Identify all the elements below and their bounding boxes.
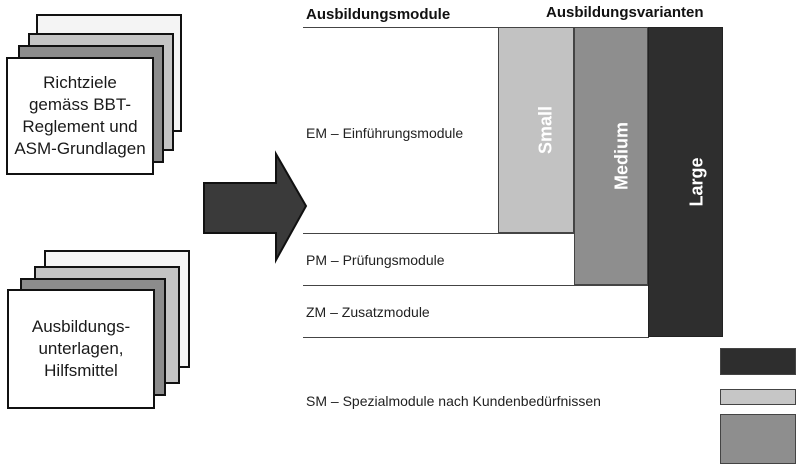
module-zm-label: ZM – Zusatzmodule bbox=[306, 304, 430, 320]
variant-large-column bbox=[648, 27, 723, 337]
card-richtziele: Richtziele gemäss BBT- Reglement und ASM… bbox=[6, 57, 154, 175]
row-divider bbox=[303, 337, 649, 338]
variant-medium-label: Medium bbox=[611, 121, 632, 191]
row-divider bbox=[303, 27, 499, 28]
header-variants: Ausbildungsvarianten bbox=[546, 4, 704, 21]
arrow-right-icon bbox=[203, 150, 308, 264]
variant-medium-column bbox=[574, 27, 648, 285]
card-richtziele-label: Richtziele gemäss BBT- Reglement und ASM… bbox=[14, 73, 146, 158]
row-divider bbox=[303, 285, 649, 286]
header-modules: Ausbildungsmodule bbox=[306, 6, 451, 23]
card-ausbildungsunterlagen: Ausbildungs- unterlagen, Hilfsmittel bbox=[7, 289, 155, 409]
variant-large-label: Large bbox=[686, 157, 707, 207]
module-pm-label: PM – Prüfungsmodule bbox=[306, 252, 445, 268]
module-em-label: EM – Einführungsmodule bbox=[306, 125, 464, 141]
variant-small-label: Small bbox=[535, 105, 556, 155]
legend-swatch-medium bbox=[720, 414, 796, 464]
variant-small-column bbox=[498, 27, 574, 233]
legend-swatch-light bbox=[720, 389, 796, 405]
row-divider bbox=[303, 233, 575, 234]
legend-swatch-dark bbox=[720, 348, 796, 375]
module-sm-label: SM – Spezialmodule nach Kundenbedürfniss… bbox=[306, 393, 601, 409]
card-ausbildungsunterlagen-label: Ausbildungs- unterlagen, Hilfsmittel bbox=[31, 317, 131, 380]
